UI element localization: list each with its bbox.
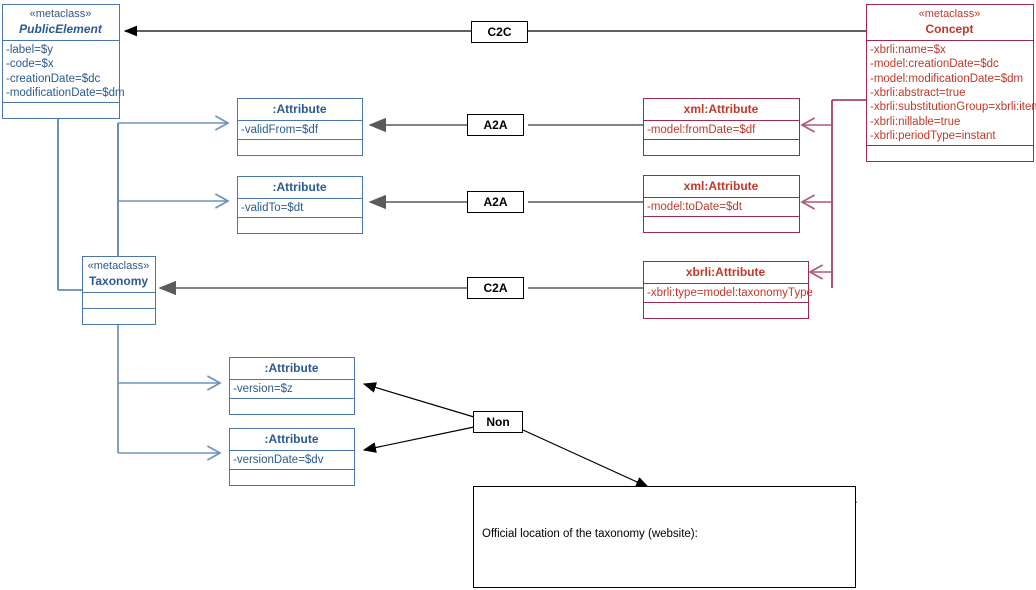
class-header: :Attribute xyxy=(238,99,362,120)
class-name: PublicElement xyxy=(19,21,102,36)
class-attribute-valid-to[interactable]: :Attribute -validTo=$dt xyxy=(237,176,363,235)
attribute-row: -label=$y xyxy=(6,43,53,56)
attribute-row: -validTo=$dt xyxy=(241,202,304,214)
stereotype-label: «metaclass» xyxy=(87,260,150,272)
class-operations xyxy=(3,102,119,118)
edge-generalization xyxy=(49,100,82,291)
attribute-row: -version=$z xyxy=(233,383,293,395)
class-header: :Attribute xyxy=(230,358,354,379)
class-header: xml:Attribute xyxy=(644,99,799,120)
edge-label-c2a[interactable]: C2A xyxy=(467,277,524,299)
edge-non xyxy=(362,382,650,488)
edge-concept-attributes xyxy=(802,99,866,288)
class-header: «metaclass» Concept xyxy=(867,5,1033,40)
class-attributes: -versionDate=$dv xyxy=(230,450,354,469)
class-xml-attribute-to-date[interactable]: xml:Attribute -model:toDate=$dt xyxy=(643,175,800,234)
edge-label-a2a-from[interactable]: A2A xyxy=(467,114,524,136)
attribute-row: -model:toDate=$dt xyxy=(647,201,742,213)
class-attribute-version-date[interactable]: :Attribute -versionDate=$dv xyxy=(229,428,355,487)
attribute-row: -model:creationDate=$dc xyxy=(870,58,999,71)
class-operations xyxy=(644,216,799,232)
class-operations xyxy=(238,139,362,155)
class-header: xml:Attribute xyxy=(644,176,799,197)
class-operations xyxy=(238,217,362,233)
edge-label-a2a-to[interactable]: A2A xyxy=(467,191,524,213)
class-name: Taxonomy xyxy=(88,273,149,288)
attribute-row: -validFrom=$df xyxy=(241,124,319,136)
class-attributes: -xbrli:name=$x -model:creationDate=$dc -… xyxy=(867,39,1036,146)
class-operations xyxy=(644,139,799,155)
class-xbrli-attribute-type[interactable]: xbrli:Attribute -xbrli:type=model:taxono… xyxy=(643,261,813,320)
note-line: Official location of the taxonomy (websi… xyxy=(482,528,698,541)
attribute-row: -model:modificationDate=$dm xyxy=(870,72,1024,85)
attribute-row: -modificationDate=$dm xyxy=(6,86,125,99)
class-name: :Attribute xyxy=(264,361,319,375)
attribute-row: -xbrli:abstract=true xyxy=(870,86,966,99)
class-name: xml:Attribute xyxy=(683,102,759,116)
class-attributes: -label=$y -code=$x -creationDate=$dc -mo… xyxy=(3,39,125,103)
class-operations xyxy=(83,307,155,324)
edge-label-c2c[interactable]: C2C xyxy=(471,21,528,43)
class-name: :Attribute xyxy=(272,102,327,116)
class-operations xyxy=(230,398,354,414)
class-attributes: -xbrli:type=model:taxonomyType xyxy=(644,283,813,302)
class-attributes: -validFrom=$df xyxy=(238,120,362,139)
class-operations xyxy=(644,302,808,318)
class-name: xbrli:Attribute xyxy=(685,265,766,279)
class-attributes: -model:fromDate=$df xyxy=(644,120,799,139)
class-header: «metaclass» Taxonomy xyxy=(83,257,155,292)
class-attributes: -validTo=$dt xyxy=(238,198,362,217)
class-name: :Attribute xyxy=(264,432,319,446)
class-concept[interactable]: «metaclass» Concept -xbrli:name=$x -mode… xyxy=(866,4,1036,163)
class-operations xyxy=(867,145,1033,161)
attribute-row: -xbrli:nillable=true xyxy=(870,115,961,128)
class-xml-attribute-from-date[interactable]: xml:Attribute -model:fromDate=$df xyxy=(643,98,800,157)
class-operations xyxy=(230,469,354,485)
class-name: Concept xyxy=(925,21,974,36)
class-attribute-version[interactable]: :Attribute -version=$z xyxy=(229,357,355,416)
class-header: xbrli:Attribute xyxy=(644,262,808,283)
attribute-row: -xbrli:type=model:taxonomyType xyxy=(647,287,813,299)
class-attributes: -model:toDate=$dt xyxy=(644,197,799,216)
attribute-row: -versionDate=$dv xyxy=(233,454,324,466)
class-attributes xyxy=(83,291,155,308)
attribute-row: -code=$x xyxy=(6,58,54,71)
note-taxonomy-location[interactable]: Official location of the taxonomy (websi… xyxy=(473,486,856,588)
class-taxonomy[interactable]: «metaclass» Taxonomy xyxy=(82,256,156,325)
class-public-element[interactable]: «metaclass» PublicElement -label=$y -cod… xyxy=(2,4,125,120)
class-attributes: -version=$z xyxy=(230,379,354,398)
class-header: :Attribute xyxy=(230,429,354,450)
attribute-row: -xbrli:name=$x xyxy=(870,43,946,56)
class-header: «metaclass» PublicElement xyxy=(3,5,119,40)
attribute-row: -xbrli:periodType=instant xyxy=(870,130,996,142)
edge-label-non[interactable]: Non xyxy=(473,411,523,433)
class-attribute-valid-from[interactable]: :Attribute -validFrom=$df xyxy=(237,98,363,157)
stereotype-label: «metaclass» xyxy=(29,8,92,20)
class-name: xml:Attribute xyxy=(683,179,759,193)
stereotype-label: «metaclass» xyxy=(918,8,981,20)
attribute-row: -model:fromDate=$df xyxy=(647,124,756,136)
class-header: :Attribute xyxy=(238,177,362,198)
note-spacer xyxy=(482,576,847,587)
attribute-row: -xbrli:substitutionGroup=xbrli:item xyxy=(870,101,1036,114)
class-name: :Attribute xyxy=(272,180,327,194)
attribute-row: -creationDate=$dc xyxy=(6,72,101,85)
